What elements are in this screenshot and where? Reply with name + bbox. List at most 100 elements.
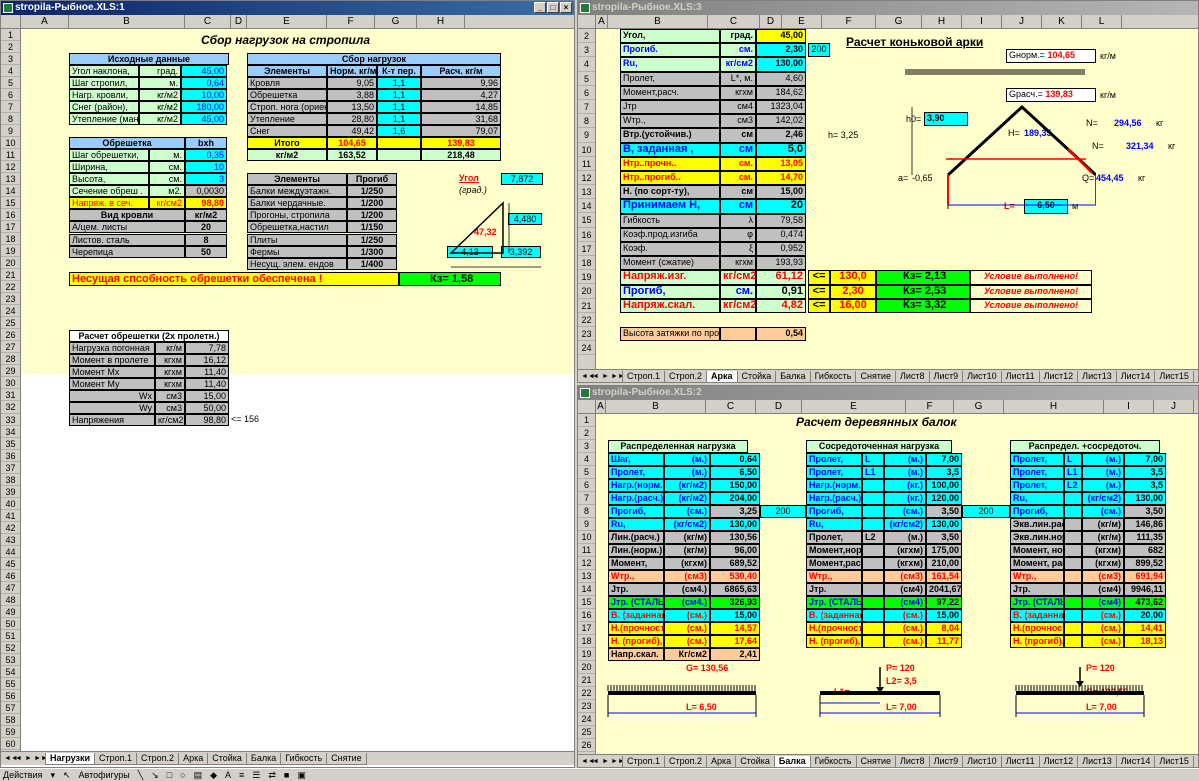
sbor-cell[interactable]: 1,1 xyxy=(377,89,421,102)
column-header[interactable]: F xyxy=(822,15,876,29)
conc-deflection-limit[interactable]: 200 xyxy=(962,505,1010,518)
fill-color-icon[interactable]: ◆ xyxy=(210,769,217,780)
dash-style-icon[interactable]: ☰ xyxy=(252,769,261,780)
column-header[interactable]: B xyxy=(69,15,185,29)
sheet-tab[interactable]: Арка xyxy=(706,370,738,382)
select-all-corner[interactable] xyxy=(1,15,21,29)
arch-param-value[interactable]: 5,0 xyxy=(756,142,806,157)
dist-param-value[interactable]: 15,00 xyxy=(710,609,760,622)
row-header[interactable]: 18 xyxy=(578,635,595,648)
select-arrow-icon[interactable]: ↖ xyxy=(62,769,71,780)
row-header[interactable]: 4 xyxy=(578,57,595,72)
sheet-tab[interactable]: Строп.1 xyxy=(622,370,666,382)
sheet-tab[interactable]: Арка xyxy=(706,755,737,767)
row-header[interactable]: 22 xyxy=(1,281,20,294)
sheet-area[interactable]: Расчет деревянных балок Распределенная н… xyxy=(596,414,1198,754)
row-header[interactable]: 5 xyxy=(578,466,595,479)
sheet-tab[interactable]: Снятие xyxy=(326,752,367,765)
row-header[interactable]: 23 xyxy=(578,327,595,342)
row-header[interactable]: 10 xyxy=(578,531,595,544)
sbor-cell[interactable]: 1,1 xyxy=(377,113,421,126)
sheet-tab[interactable]: Балка xyxy=(245,752,282,765)
sheet-tab[interactable]: Арка xyxy=(178,752,209,765)
sheet-tab[interactable]: Нагрузки xyxy=(45,752,96,765)
column-header[interactable]: F xyxy=(906,400,954,414)
row-header[interactable]: 21 xyxy=(578,674,595,687)
row-header[interactable]: 8 xyxy=(578,505,595,518)
conc-param-value[interactable]: 120,00 xyxy=(926,492,962,505)
sheet-tab[interactable]: Лист10 xyxy=(962,755,1002,767)
column-header[interactable]: J xyxy=(1002,15,1042,29)
param-input[interactable]: 10,00 xyxy=(181,89,227,102)
sheet-tab[interactable]: Лист8 xyxy=(895,755,930,767)
next-sheet-icon[interactable]: ► xyxy=(25,754,32,762)
row-header[interactable]: 3 xyxy=(1,53,20,66)
sheet-tab[interactable]: Строп.2 xyxy=(664,755,708,767)
row-header[interactable]: 12 xyxy=(578,557,595,570)
next-sheet-icon[interactable]: ► xyxy=(602,757,609,765)
arrow-style-icon[interactable]: ⇄ xyxy=(268,769,276,780)
column-header[interactable]: B xyxy=(608,15,708,29)
row-header[interactable]: 55 xyxy=(1,678,20,690)
row-header[interactable]: 7 xyxy=(578,100,595,115)
sheet-tab[interactable]: Строп.2 xyxy=(664,370,708,382)
row-header[interactable]: 41 xyxy=(1,510,20,522)
row-header[interactable]: 8 xyxy=(1,113,20,126)
row-header[interactable]: 12 xyxy=(578,171,595,186)
row-header[interactable]: 18 xyxy=(578,256,595,271)
last-sheet-icon[interactable]: ►► xyxy=(34,754,48,762)
sheet-tab[interactable]: Лист12 xyxy=(1038,370,1079,382)
row-header[interactable]: 2 xyxy=(578,427,595,440)
column-header[interactable]: E xyxy=(782,15,822,29)
row-header[interactable]: 35 xyxy=(1,438,20,450)
row-header[interactable]: 8 xyxy=(578,114,595,129)
row-header[interactable]: 20 xyxy=(578,284,595,299)
sheet-tab[interactable]: Строп.1 xyxy=(94,752,138,765)
minimize-button[interactable]: _ xyxy=(534,2,546,13)
row-header[interactable]: 7 xyxy=(1,101,20,114)
sheet-tab[interactable]: Лист15 xyxy=(1154,755,1194,767)
first-sheet-icon[interactable]: ◄◄ xyxy=(581,757,595,765)
sheet-tab[interactable]: Лист15 xyxy=(1154,370,1194,382)
row-header[interactable]: 22 xyxy=(578,687,595,700)
combo-param-value[interactable]: 130,00 xyxy=(1124,492,1166,505)
row-header[interactable]: 19 xyxy=(578,270,595,285)
column-header[interactable]: H xyxy=(1004,400,1104,414)
row-header[interactable]: 59 xyxy=(1,726,20,738)
row-header[interactable]: 14 xyxy=(578,199,595,214)
obresh-value[interactable]: 10 xyxy=(185,161,227,174)
row-header[interactable]: 14 xyxy=(1,185,20,198)
row-header[interactable]: 15 xyxy=(578,596,595,609)
sheet-tab[interactable]: Лист11 xyxy=(1000,755,1040,767)
sheet-tab[interactable]: Лист14 xyxy=(1115,370,1156,382)
sheet-tab[interactable]: Строп.2 xyxy=(136,752,180,765)
row-header[interactable]: 24 xyxy=(578,713,595,726)
dist-param-value[interactable]: 204,00 xyxy=(710,492,760,505)
sheet-tab[interactable]: Лист9 xyxy=(928,755,964,767)
row-header[interactable]: 11 xyxy=(578,157,595,171)
column-header[interactable]: E xyxy=(247,15,327,29)
row-header[interactable]: 11 xyxy=(578,544,595,557)
row-header[interactable]: 6 xyxy=(1,89,20,102)
row-header[interactable]: 24 xyxy=(1,305,20,318)
row-header[interactable]: 7 xyxy=(578,492,595,505)
row-header[interactable]: 26 xyxy=(1,329,20,342)
sheet-tab[interactable]: Снятие xyxy=(855,370,896,382)
row-header[interactable]: 3 xyxy=(578,43,595,58)
last-sheet-icon[interactable]: ►► xyxy=(611,757,625,765)
row-header[interactable]: 43 xyxy=(1,534,20,546)
maximize-button[interactable]: □ xyxy=(547,2,559,13)
column-header[interactable]: G xyxy=(375,15,417,29)
row-header[interactable]: 54 xyxy=(1,666,20,678)
row-header[interactable]: 15 xyxy=(578,213,595,228)
sheet-tab[interactable]: Стойка xyxy=(736,370,777,382)
shadow-icon[interactable]: ■ xyxy=(283,770,290,780)
row-header[interactable]: 16 xyxy=(578,609,595,622)
column-header[interactable]: E xyxy=(802,400,906,414)
row-header[interactable]: 44 xyxy=(1,546,20,558)
